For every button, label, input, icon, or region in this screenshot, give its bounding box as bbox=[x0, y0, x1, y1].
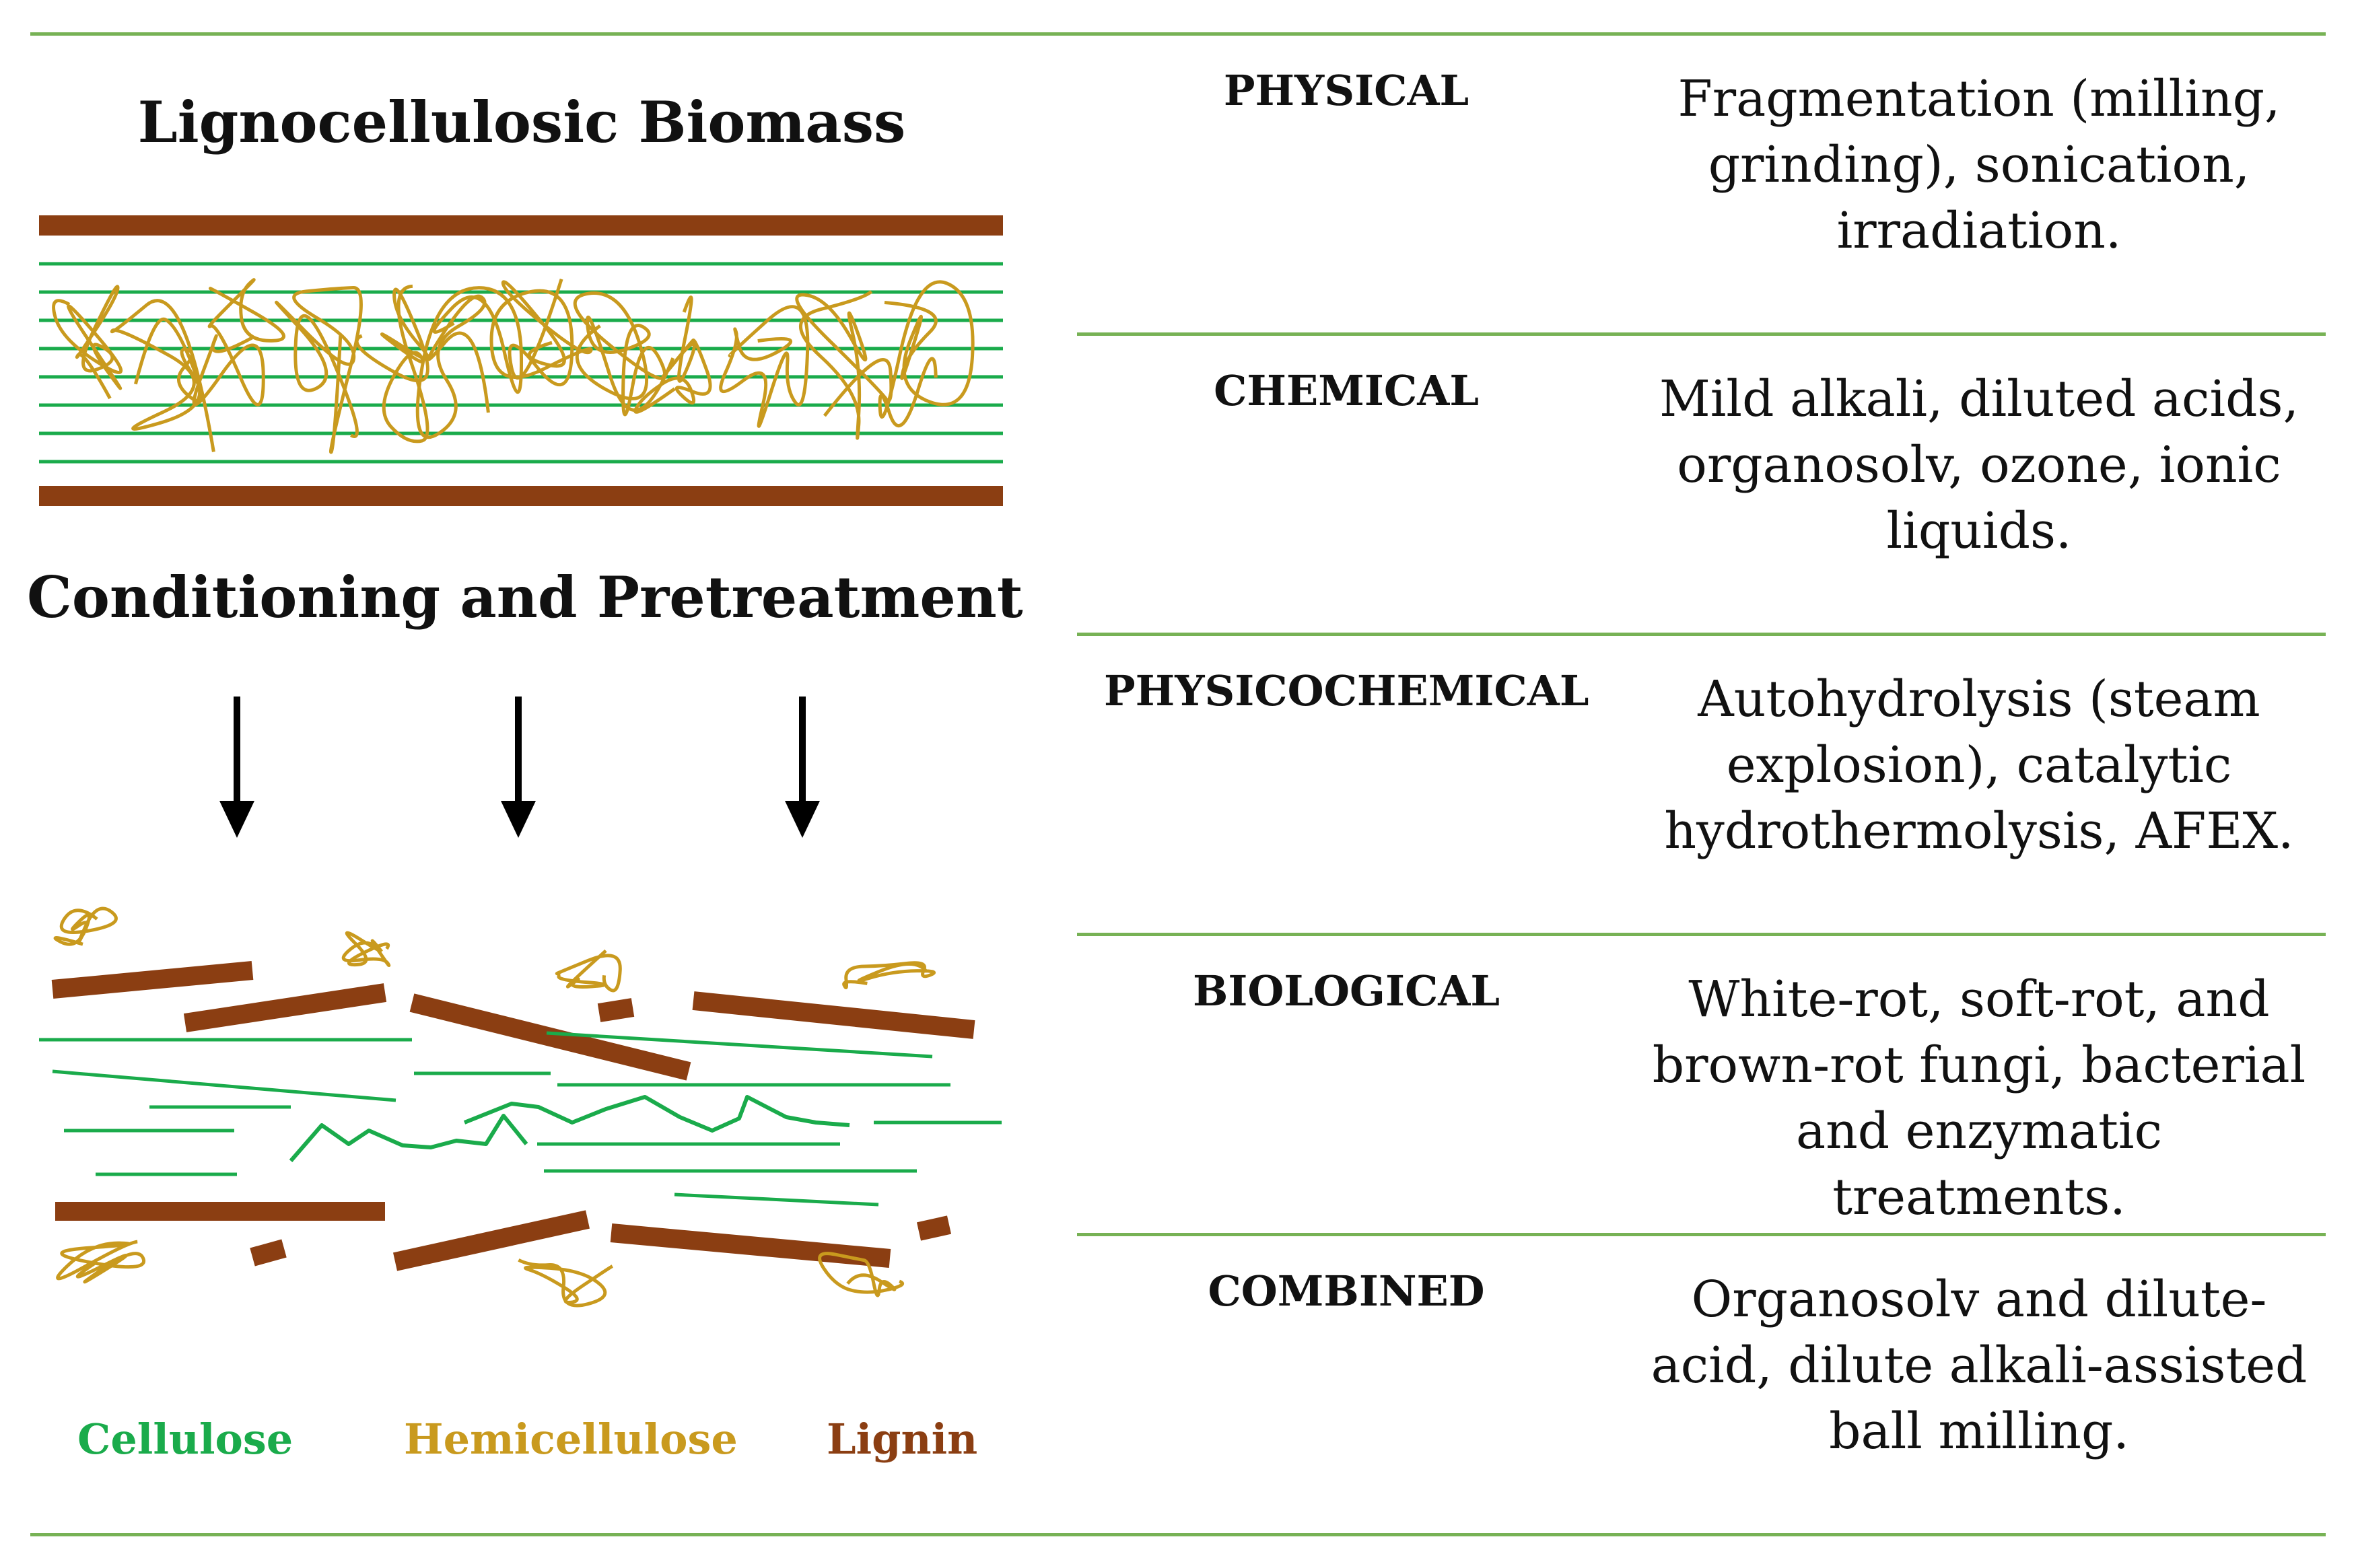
hemicellulose-strand bbox=[719, 305, 810, 428]
cellulose-chain bbox=[463, 1095, 850, 1133]
row-divider bbox=[1077, 1233, 2326, 1236]
legend-hemicellulose: Hemicellulose bbox=[404, 1415, 738, 1464]
lignin-fragment bbox=[392, 1210, 590, 1271]
row-label-chemical: CHEMICAL bbox=[1214, 366, 1479, 415]
hemicellulose-fragment bbox=[842, 961, 936, 989]
cellulose-chain bbox=[289, 1114, 528, 1162]
cellulose-fiber-fragment bbox=[546, 1031, 933, 1059]
lignin-fragment bbox=[183, 983, 387, 1032]
legend-lignin: Lignin bbox=[827, 1415, 978, 1464]
lignin-fragment bbox=[51, 961, 254, 999]
row-divider bbox=[1077, 633, 2326, 636]
biomass-title: Lignocellulosic Biomass bbox=[137, 89, 906, 155]
hemicellulose-strand bbox=[573, 291, 675, 417]
hemicellulose-fragment bbox=[555, 949, 622, 993]
hemicellulose-strand bbox=[192, 278, 285, 406]
top-rule bbox=[30, 32, 2326, 36]
row-desc-chemical: Mild alkali, diluted acids, organosolv, … bbox=[1659, 370, 2299, 560]
process-arrows bbox=[219, 697, 820, 838]
row-desc-biological: White-rot, soft-rot, and brown-rot fungi… bbox=[1652, 970, 2306, 1226]
cellulose-fiber-fragment bbox=[52, 1069, 396, 1102]
hemicellulose-strand bbox=[52, 285, 123, 400]
hemicellulose-fragment bbox=[53, 906, 118, 946]
lignin-fragment bbox=[409, 993, 691, 1081]
legend-cellulose: Cellulose bbox=[77, 1415, 293, 1464]
pretreatment-label: Conditioning and Pretreatment bbox=[27, 564, 1023, 631]
lignin-fragment bbox=[692, 991, 975, 1039]
hemicellulose-strand bbox=[489, 278, 593, 387]
lignin-fragment bbox=[916, 1215, 952, 1241]
hemicellulose-fragment bbox=[818, 1252, 904, 1297]
row-desc-combined: Organosolv and dilute-acid, dilute alkal… bbox=[1651, 1271, 2308, 1460]
lignin-band-top bbox=[39, 215, 1003, 236]
bottom-rule bbox=[30, 1533, 2326, 1536]
biomass-illustration bbox=[39, 215, 1003, 1308]
hemicellulose-fragment bbox=[56, 1240, 146, 1284]
lignin-fragment bbox=[597, 998, 635, 1022]
lignin-fragment bbox=[610, 1223, 891, 1268]
down-arrow-head bbox=[785, 801, 820, 838]
row-label-biological: BIOLOGICAL bbox=[1192, 966, 1500, 1015]
row-label-combined: COMBINED bbox=[1208, 1267, 1485, 1316]
hemicellulose-strand bbox=[795, 290, 893, 440]
down-arrow-head bbox=[219, 801, 254, 838]
lignin-band-bottom bbox=[39, 486, 1003, 506]
down-arrow-head bbox=[501, 801, 536, 838]
pretreated-biomass-structure bbox=[39, 906, 1002, 1308]
hemicellulose-strand bbox=[878, 280, 975, 428]
hemicellulose-strand bbox=[415, 286, 524, 439]
hemicellulose-fragment bbox=[341, 931, 391, 968]
hemicellulose-fragment bbox=[518, 1258, 614, 1308]
row-label-physical: PHYSICAL bbox=[1223, 66, 1469, 115]
row-divider bbox=[1077, 332, 2326, 336]
cellulose-fiber-fragment bbox=[674, 1192, 879, 1207]
hemicellulose-strand bbox=[633, 295, 712, 414]
hemicellulose-strand bbox=[110, 299, 215, 452]
lignin-fragment bbox=[250, 1239, 287, 1267]
row-label-physicochemical: PHYSICOCHEMICAL bbox=[1104, 666, 1589, 715]
hemicellulose-strand bbox=[275, 285, 363, 454]
row-desc-physicochemical: Autohydrolysis (steam explosion), cataly… bbox=[1664, 670, 2294, 860]
intact-biomass-structure bbox=[39, 215, 1003, 506]
row-divider bbox=[1077, 933, 2326, 936]
row-desc-physical: Fragmentation (milling, grinding), sonic… bbox=[1677, 70, 2281, 260]
